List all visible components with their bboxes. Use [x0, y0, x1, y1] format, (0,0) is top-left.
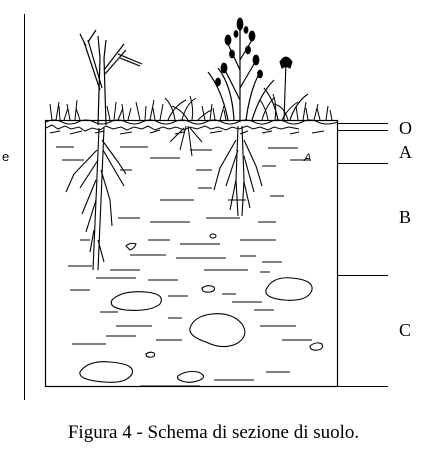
left-text-fragment: e: [2, 149, 9, 164]
horizon-c-stones: [70, 278, 323, 386]
horizon-label-c: C: [399, 320, 411, 340]
organic-litter-band: [46, 120, 338, 134]
shrub-stem: [80, 30, 142, 125]
horizon-label-o: O: [399, 118, 412, 138]
horizon-label-b: B: [399, 207, 411, 227]
tuft-roots: [170, 126, 202, 156]
horizon-boundaries: [338, 124, 388, 387]
surface-grass: [50, 94, 332, 120]
figure-caption: Figura 4 - Schema di sezione di suolo.: [0, 422, 427, 444]
shrub-roots: [66, 128, 126, 270]
horizon-label-a: A: [399, 142, 412, 162]
nodding-flower: [264, 57, 308, 120]
flowering-plant-roots: [214, 126, 262, 216]
horizon-a-inline-mark: A: [303, 152, 311, 164]
